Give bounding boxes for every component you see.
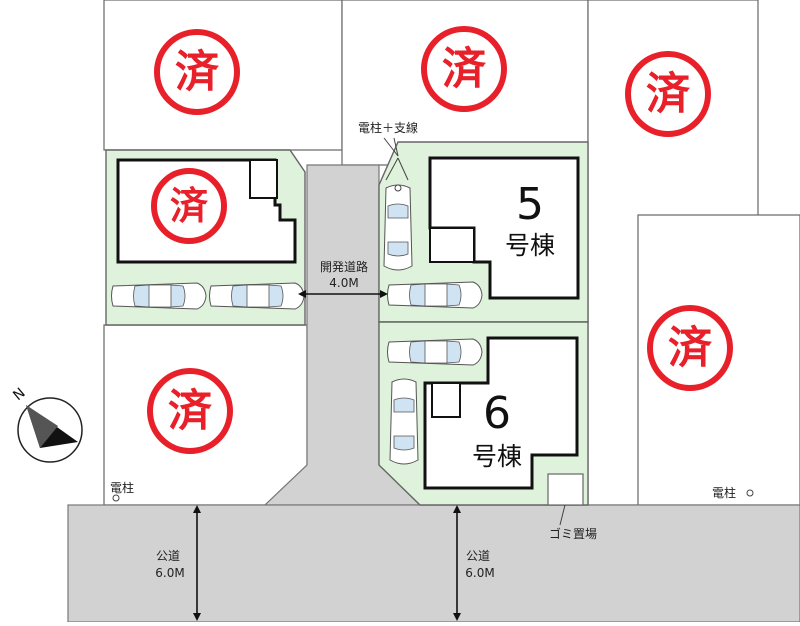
private-road-name: 開発道路 <box>320 259 368 274</box>
sold-stamp: 済 <box>154 29 240 115</box>
car <box>111 282 207 310</box>
car <box>387 338 483 366</box>
north-label: N <box>10 385 28 404</box>
pole-right-label: 電柱 <box>712 485 736 500</box>
pole-right-marker <box>746 489 754 497</box>
sold-stamp: 済 <box>147 368 233 454</box>
sold-stamp: 済 <box>625 51 711 137</box>
north-compass: N <box>10 385 83 463</box>
garbage-area-box <box>547 473 584 506</box>
pole-support-label: 電柱＋支線 <box>358 120 418 135</box>
house-unit5-porch <box>429 227 475 263</box>
sold-stamp-text: 済 <box>646 69 691 120</box>
public-road-name-right: 公道 <box>466 549 490 563</box>
public-road-dimension-right <box>453 505 461 621</box>
unit5-label: 号棟 <box>505 231 555 260</box>
house-unit6 <box>423 336 579 490</box>
sold-stamp-text: 済 <box>175 47 220 98</box>
public-road <box>67 504 800 623</box>
car <box>387 281 483 309</box>
public-road-name-left: 公道 <box>156 549 180 563</box>
unit6-label: 号棟 <box>472 442 522 471</box>
sold-stamp-text: 済 <box>168 386 213 437</box>
sold-stamp: 済 <box>647 305 733 391</box>
house-left-annex <box>249 159 278 199</box>
sold-stamp-text: 済 <box>442 44 487 95</box>
car <box>209 282 305 310</box>
pole-support-marker <box>383 137 409 192</box>
sold-stamp-text: 済 <box>170 184 209 228</box>
road-label-bg <box>310 257 378 293</box>
sold-stamp: 済 <box>151 168 227 244</box>
car <box>383 184 413 271</box>
unit5-number: 5 <box>516 179 544 230</box>
house-unit6-porch <box>431 382 461 418</box>
private-road-dimension <box>298 290 388 298</box>
garbage-area-label: ゴミ置場 <box>549 526 597 541</box>
public-road-width-left: 6.0M <box>155 566 184 580</box>
pole-left-label: 電柱 <box>110 480 134 495</box>
public-road-dimension-left <box>193 505 201 621</box>
unit6-number: 6 <box>483 388 511 439</box>
pole-left-marker <box>112 494 120 502</box>
garbage-leader <box>559 504 566 526</box>
private-road-width: 4.0M <box>329 276 358 290</box>
car <box>389 378 419 465</box>
public-road-width-right: 6.0M <box>465 566 494 580</box>
sold-stamp-text: 済 <box>668 323 713 374</box>
sold-stamp: 済 <box>421 26 507 112</box>
